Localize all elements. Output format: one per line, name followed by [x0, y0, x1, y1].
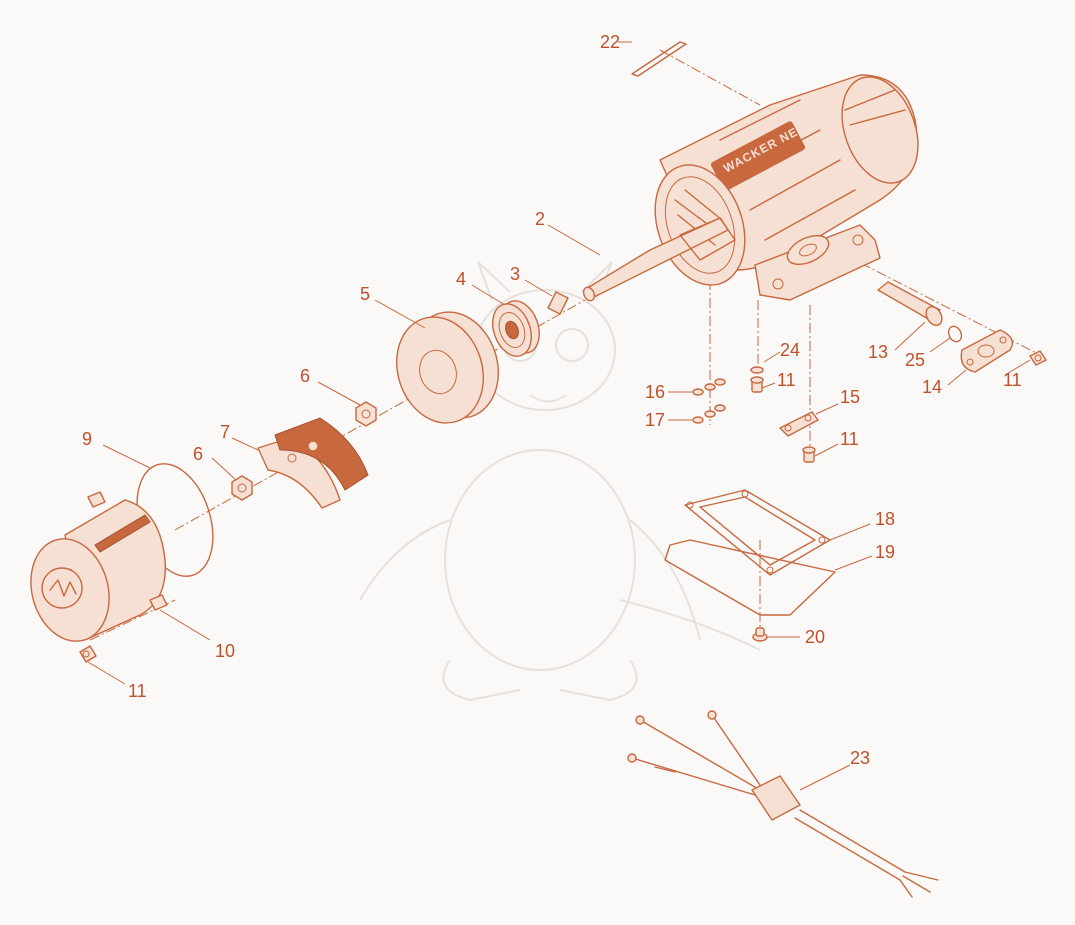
callout-6-upper: 6 — [300, 366, 310, 386]
callout-20: 20 — [805, 627, 825, 647]
callout-18: 18 — [875, 509, 895, 529]
part-11-screw-flange — [1029, 350, 1047, 366]
callout-7: 7 — [220, 422, 230, 442]
part-4-bearing — [492, 300, 540, 357]
callout-14: 14 — [922, 377, 942, 397]
callout-10: 10 — [215, 641, 235, 661]
callout-15: 15 — [840, 387, 860, 407]
callout-6-lower: 6 — [193, 444, 203, 464]
callout-labels: 22 2 3 4 5 6 6 7 9 10 11 24 11 16 17 15 … — [82, 32, 1022, 768]
part-19-cover-plate — [664, 539, 836, 616]
leader-lines — [87, 41, 1031, 791]
callout-5: 5 — [360, 284, 370, 304]
callout-11-cover: 11 — [128, 681, 147, 701]
callout-22: 22 — [600, 32, 620, 52]
callout-24: 24 — [780, 340, 800, 360]
callout-25: 25 — [905, 350, 925, 370]
part-10-end-cover — [30, 491, 168, 642]
part-13-bushing — [877, 281, 943, 327]
part-11-screw-mount — [750, 376, 764, 393]
callout-11-mount: 11 — [777, 370, 796, 390]
callout-4: 4 — [456, 269, 466, 289]
part-20-screw — [752, 627, 768, 642]
part-2-rotor-shaft — [582, 217, 736, 302]
callout-11-flange: 11 — [1003, 370, 1022, 390]
part-11-screw-cover — [79, 645, 97, 663]
part-6-nut-upper — [355, 401, 377, 427]
part-7-eccentric-weight — [257, 417, 369, 509]
part-23-cable — [627, 710, 939, 898]
part-25-ring — [947, 325, 963, 343]
callout-17: 17 — [645, 410, 665, 430]
part-17-nuts — [692, 404, 726, 424]
part-16-washers — [692, 378, 726, 396]
part-housing-stator: WACKER NEUSON — [654, 74, 919, 301]
part-18-gasket — [684, 489, 831, 576]
part-24-washer — [750, 366, 764, 374]
callout-11-bracket: 11 — [840, 429, 859, 449]
part-6-nut-lower — [231, 475, 253, 501]
callout-19: 19 — [875, 542, 895, 562]
callout-23: 23 — [850, 748, 870, 768]
callout-9: 9 — [82, 429, 92, 449]
callout-13: 13 — [868, 342, 888, 362]
callout-16: 16 — [645, 382, 665, 402]
dragon-watermark — [359, 261, 761, 702]
part-11-screw-bracket — [802, 446, 816, 463]
part-14-flange — [960, 329, 1014, 373]
callout-3: 3 — [510, 264, 520, 284]
part-15-bracket — [779, 411, 819, 437]
part-22-label-plate — [631, 41, 687, 77]
part-5-disc — [396, 311, 499, 424]
part-3-key — [547, 291, 569, 315]
callout-2: 2 — [535, 209, 545, 229]
